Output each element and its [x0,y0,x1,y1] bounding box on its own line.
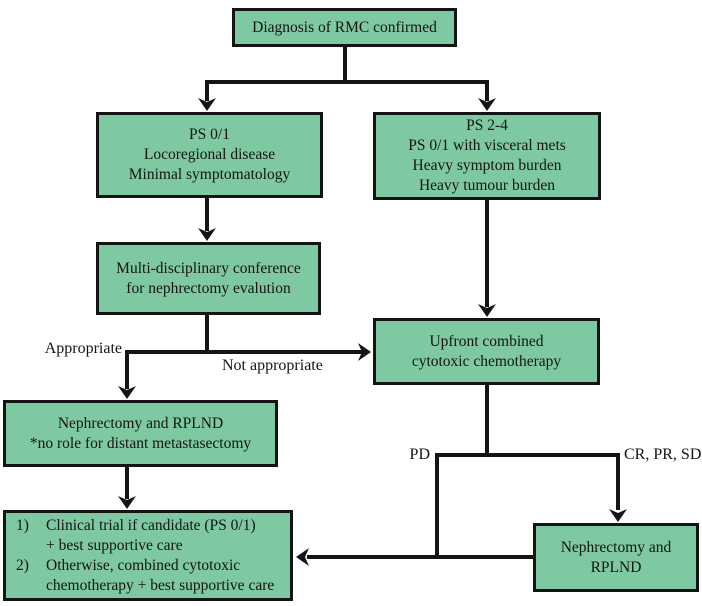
outcome-item-2-text: Otherwise, combined cytotoxic chemothera… [46,556,275,594]
arrowhead-down-nephleft [118,386,136,399]
arrowhead-down-ps24 [478,98,496,111]
node-multidisciplinary-conference: Multi-disciplinary conference for nephre… [96,242,321,315]
edge-label-appropriate: Appropriate [44,340,122,357]
arrowhead-right-chemo [358,343,371,361]
node-ps01-locoregional: PS 0/1 Locoregional disease Minimal symp… [96,112,323,198]
outcome-item-2: 2) Otherwise, combined cytotoxic chemoth… [16,556,286,596]
outcome-item-1-number: 1) [16,516,29,534]
node-diagnosis-confirmed: Diagnosis of RMC confirmed [232,8,457,47]
outcome-item-1: 1) Clinical trial if candidate (PS 0/1) … [16,516,286,556]
edge-label-pd: PD [409,446,430,463]
outcome-item-2-number: 2) [16,556,29,574]
arrowhead-down-chemo [478,304,496,317]
edge-label-cr-pr-sd: CR, PR, SD [624,446,702,463]
node-ps24-heavy-burden: PS 2-4 PS 0/1 with visceral mets Heavy s… [373,112,601,200]
outcome-item-1-text: Clinical trial if candidate (PS 0/1) + b… [46,516,256,554]
node-nephrectomy-rplnd-right: Nephrectomy and RPLND [533,523,699,592]
arrowhead-down-ps01 [198,98,216,111]
node-outcome-options: 1) Clinical trial if candidate (PS 0/1) … [3,510,293,601]
arrowhead-left-final [296,548,309,566]
node-upfront-chemotherapy: Upfront combined cytotoxic chemotherapy [373,318,600,385]
node-nephrectomy-rplnd-left: Nephrectomy and RPLND *no role for dista… [3,400,278,467]
edge-label-not-appropriate: Not appropriate [222,357,323,374]
arrowhead-down-nephright [609,509,627,522]
arrowhead-down-conference [198,228,216,241]
arrowhead-down-final [118,496,136,509]
